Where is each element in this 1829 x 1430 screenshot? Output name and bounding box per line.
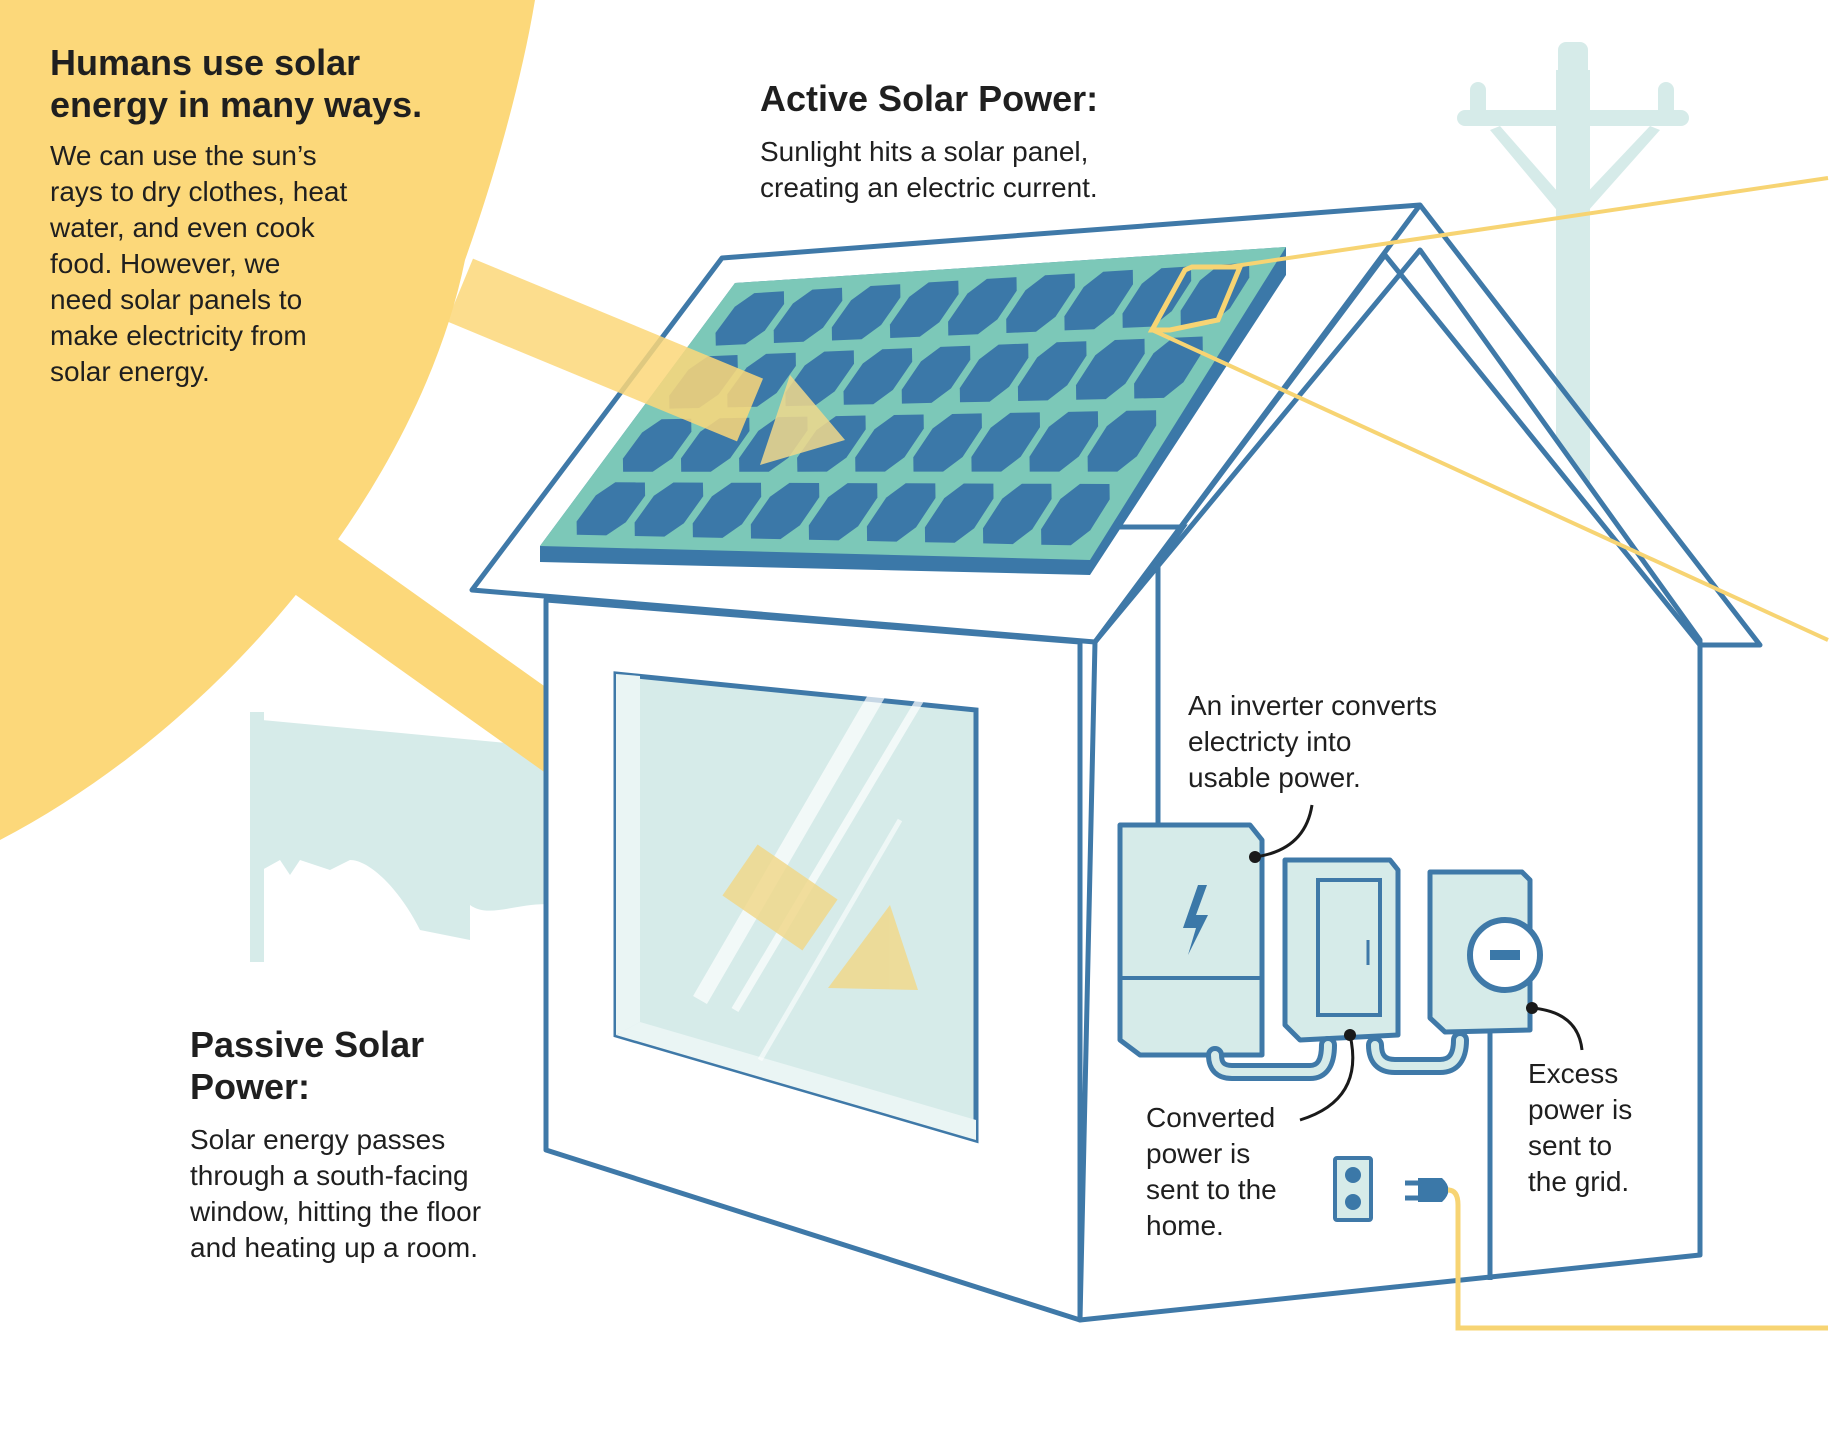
solar-cell <box>750 482 820 540</box>
home-callout: Converted power is sent to the home. <box>1146 1102 1277 1241</box>
passive-body: Solar energy passes through a south-faci… <box>190 1124 482 1263</box>
solar-cell <box>889 280 959 338</box>
solar-cell <box>971 412 1040 472</box>
solar-cell <box>855 414 924 472</box>
electrical-outlet-icon <box>1333 1156 1373 1222</box>
solar-cell <box>959 343 1029 403</box>
inverter <box>1117 822 1265 1058</box>
active-body: Sunlight hits a solar panel, creating an… <box>760 136 1098 203</box>
solar-cell <box>715 291 785 346</box>
solar-cell <box>913 413 982 472</box>
solar-cell <box>1041 483 1110 546</box>
active-heading: Active Solar Power: <box>760 78 1099 119</box>
clothesline <box>250 712 560 962</box>
breaker-panel <box>1282 857 1401 1043</box>
sun <box>0 0 535 840</box>
solar-cell <box>1064 269 1133 331</box>
callout-leaders <box>1254 804 1584 1122</box>
solar-cell <box>692 482 762 538</box>
zoom-lines <box>1147 176 1829 642</box>
ray-arrowhead-active <box>760 375 845 465</box>
ray-arrowhead-passive <box>828 905 918 990</box>
roof-edge <box>1092 203 1763 648</box>
solar-cell <box>948 277 1017 336</box>
solar-cell <box>773 287 843 343</box>
plug-cord <box>1447 1187 1828 1331</box>
solar-cell <box>1029 411 1099 472</box>
inverter-callout: An inverter converts electricty into usa… <box>1188 690 1437 793</box>
solar-cell <box>634 482 704 537</box>
solar-cell <box>831 284 901 341</box>
solar-cell <box>576 482 646 536</box>
sun-ray-active <box>447 258 845 465</box>
grid-callout: Excess power is sent to the grid. <box>1528 1058 1633 1197</box>
solar-cell <box>1076 338 1145 400</box>
lightning-bolt-icon <box>1183 885 1208 955</box>
solar-cell <box>1006 273 1075 333</box>
gable-wall-top <box>1100 524 1188 562</box>
solar-cell <box>983 483 1052 545</box>
callout-dots <box>1249 851 1538 1041</box>
solar-cell <box>843 348 913 405</box>
intro-heading: Humans use solar energy in many ways. <box>50 42 423 125</box>
solar-cell <box>622 418 692 472</box>
solar-cell <box>1122 266 1192 328</box>
solar-cell <box>866 483 936 542</box>
passive-heading: Passive Solar Power: <box>190 1024 425 1107</box>
solar-cell <box>1017 341 1087 401</box>
intro-body: We can use the sun’s rays to dry clothes… <box>50 140 348 387</box>
solar-cell <box>924 483 994 543</box>
solar-panel <box>540 247 1286 575</box>
solar-cell <box>901 345 971 404</box>
passive-ray-arrow <box>722 844 918 990</box>
solar-cell <box>808 483 878 541</box>
solar-cell <box>1134 336 1203 399</box>
solar-cell <box>1087 410 1157 472</box>
plug-icon <box>1405 1178 1449 1202</box>
meter-box <box>1427 869 1543 1035</box>
solar-cell <box>1180 262 1250 326</box>
